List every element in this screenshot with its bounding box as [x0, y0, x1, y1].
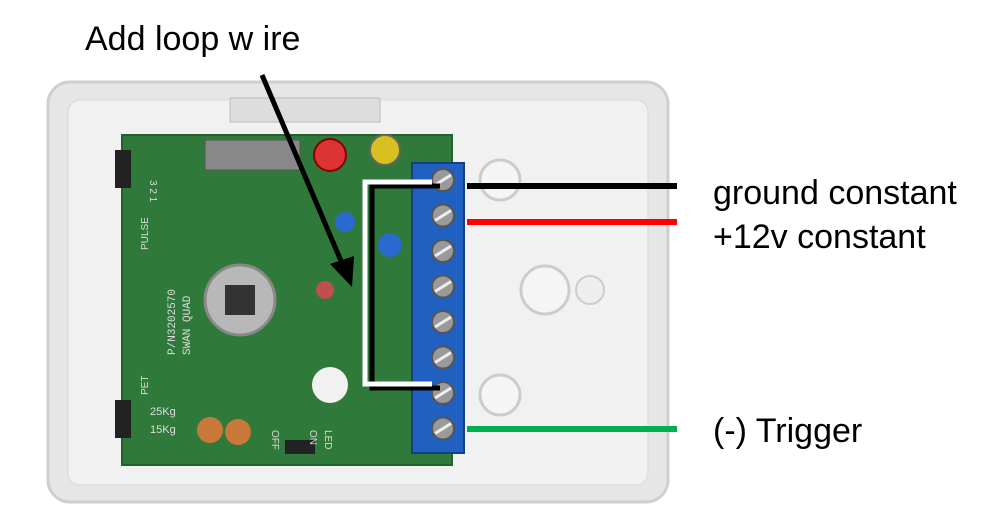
board-pet: PET	[140, 376, 151, 395]
jumper	[115, 400, 131, 438]
screw-slot	[434, 173, 452, 187]
led	[316, 281, 334, 299]
capacitor	[225, 419, 251, 445]
housing-boss	[478, 373, 522, 417]
housing-boss	[478, 158, 522, 202]
trigger-label: (-) Trigger	[713, 412, 863, 450]
power-label: +12v constant	[713, 218, 926, 256]
arrow-head	[330, 256, 354, 287]
board-25kg: 25Kg	[150, 406, 176, 418]
capacitor	[335, 212, 355, 232]
board-off: OFF	[269, 430, 280, 450]
housing-boss	[519, 264, 571, 316]
screw-slot	[434, 351, 452, 364]
pointer-arrow	[259, 74, 347, 269]
housing-clip	[229, 97, 381, 123]
capacitor	[369, 134, 401, 166]
terminal-screws	[431, 168, 455, 441]
loop-wire-highlight	[362, 179, 432, 387]
board-on: ON	[307, 430, 318, 445]
screw-slot	[434, 422, 452, 435]
jumper	[285, 440, 315, 454]
screw-slot	[434, 209, 452, 222]
mounting-hole	[312, 367, 348, 403]
board-part: P/N3202570	[167, 289, 179, 355]
jumper	[115, 150, 131, 188]
loop-wire	[369, 183, 440, 391]
capacitor	[197, 417, 223, 443]
board-led: LED	[322, 430, 333, 449]
ground-label: ground constant	[713, 174, 957, 212]
screw-slot	[434, 280, 452, 293]
board-15kg: 15Kg	[150, 424, 176, 436]
board-jumper: 3 2 1	[147, 180, 158, 203]
potentiometer	[313, 138, 347, 172]
title-annotation: Add loop w ire	[85, 20, 301, 58]
board-pulse: PULSE	[140, 217, 151, 250]
screw-slot	[434, 386, 452, 400]
relay	[204, 139, 301, 171]
board-model: SWAN QUAD	[182, 295, 194, 355]
screw-slot	[434, 315, 452, 329]
screw-slot	[434, 244, 452, 258]
pir-window	[225, 285, 255, 315]
housing-boss	[575, 275, 605, 305]
capacitor	[378, 233, 402, 257]
pcb	[121, 134, 453, 466]
